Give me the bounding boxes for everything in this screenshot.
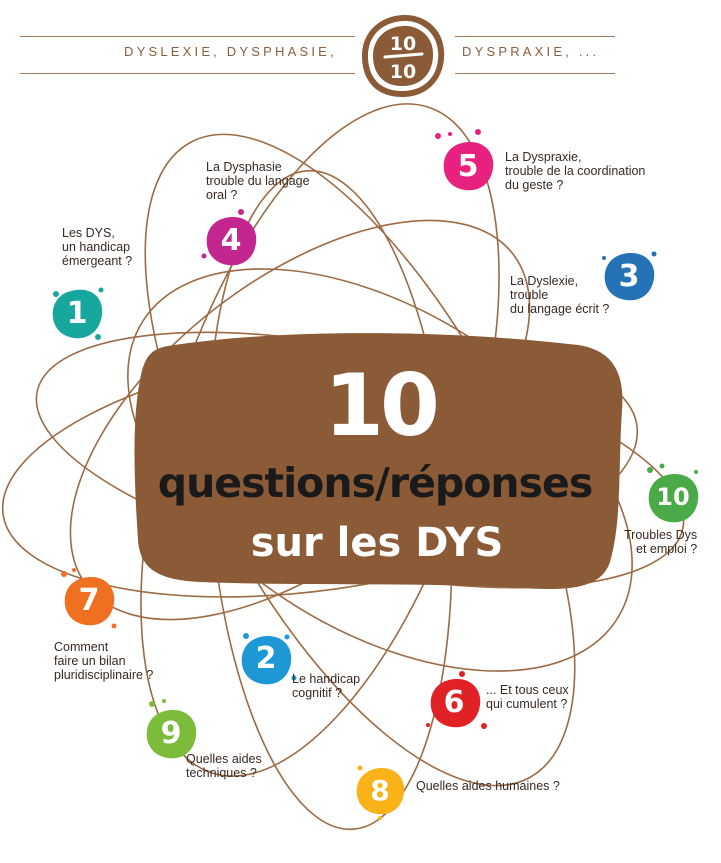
item-1-number: 1 — [66, 296, 88, 331]
score-badge: 10 10 — [362, 14, 445, 98]
item-5-caption: La Dyspraxie, trouble de la coordination… — [505, 150, 646, 192]
item-4-number: 4 — [220, 223, 242, 258]
item-3-caption: La Dyslexie, trouble du langage écrit ? — [510, 274, 610, 316]
item-8-caption: Quelles aides humaines ? — [416, 779, 560, 793]
item-7-caption: Comment faire un bilan pluridisciplinair… — [54, 640, 154, 682]
item-7-number: 7 — [78, 583, 100, 618]
item-10-number: 10 — [656, 483, 690, 511]
header-rule-bottom-right — [455, 73, 615, 74]
blob-6-shape — [426, 671, 487, 729]
title-big-number: 10 — [324, 356, 440, 456]
header-rule-top-right — [455, 36, 615, 37]
blob-7-shape — [61, 568, 117, 629]
blob-2-shape — [241, 633, 297, 685]
item-9-number: 9 — [160, 716, 182, 751]
item-5-number: 5 — [457, 149, 479, 184]
item-6-caption: ... Et tous ceux qui cumulent ? — [486, 683, 569, 711]
item-9-caption: Quelles aides techniques ? — [186, 752, 262, 780]
title-line-2: sur les DYS — [250, 520, 504, 566]
header-left-text: DYSLEXIE, DYSPHASIE, — [124, 44, 337, 59]
item-2-caption: Le handicap cognitif ? — [292, 672, 361, 700]
badge-top-number: 10 — [390, 33, 416, 55]
item-8-number: 8 — [370, 774, 390, 807]
blob-9-shape — [146, 699, 197, 759]
blob-8-shape — [356, 765, 405, 820]
item-2-number: 2 — [255, 641, 277, 676]
header-rule-bottom-left — [20, 73, 355, 74]
blob-4-shape — [201, 209, 257, 266]
blob-10-shape — [647, 463, 699, 523]
item-10-caption: Troubles Dys et emploi ? — [624, 528, 698, 556]
header-rule-top-left — [20, 36, 355, 37]
blob-5-shape — [435, 129, 494, 191]
blob-3-shape — [602, 251, 657, 301]
title-line-1: questions/réponses — [157, 459, 593, 507]
item-1-caption: Les DYS, un handicap émergeant ? — [62, 226, 133, 268]
item-3-number: 3 — [618, 259, 640, 294]
blob-1-shape — [52, 287, 104, 340]
header-right-text: DYSPRAXIE, ... — [462, 44, 600, 59]
item-6-number: 6 — [443, 685, 465, 720]
item-4-caption: La Dysphasie trouble du langage oral ? — [206, 160, 310, 202]
badge-bottom-number: 10 — [390, 61, 416, 83]
